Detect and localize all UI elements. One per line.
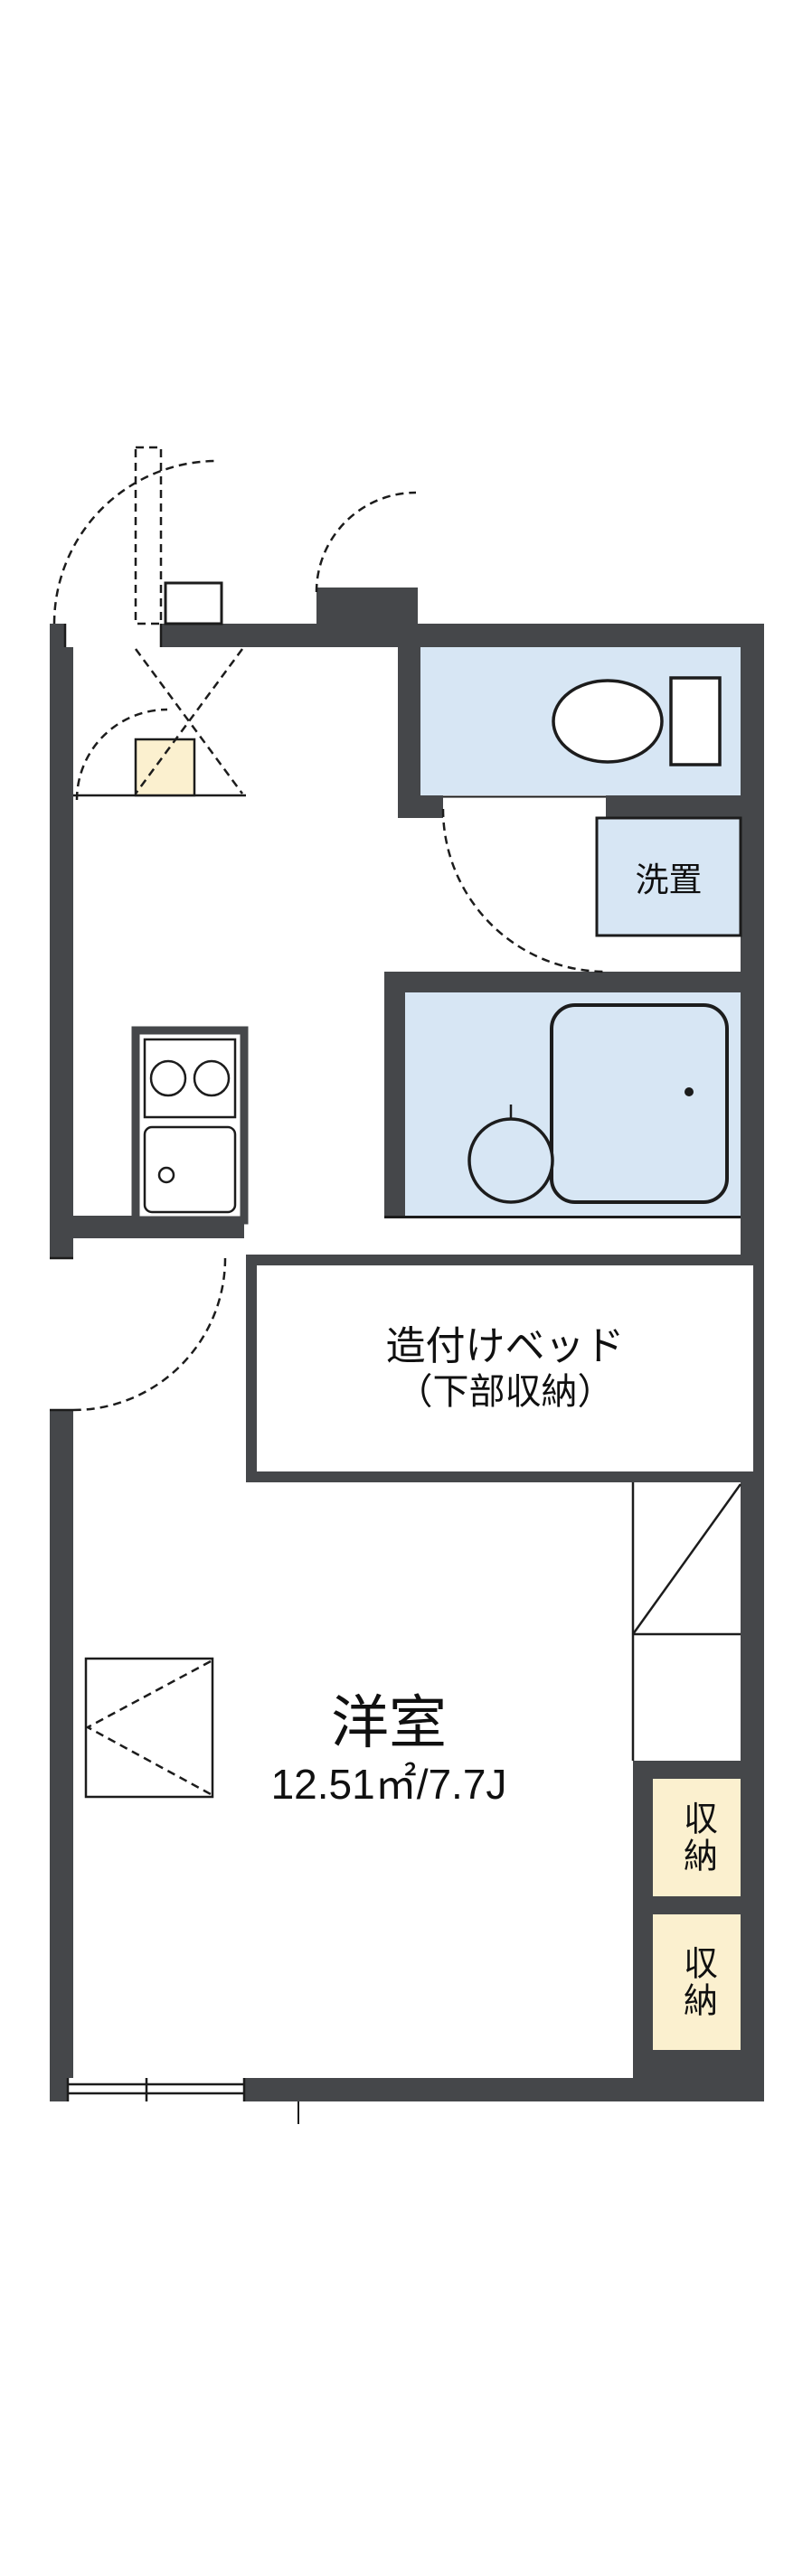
room-door-swing-arc <box>72 1257 227 1412</box>
genkan-door-swing-arc <box>75 708 168 801</box>
room-name-label: 洋室 <box>331 1690 447 1755</box>
entrance-door-swing-arc <box>52 459 218 625</box>
window-bottom <box>66 2078 299 2124</box>
entrance-area <box>73 446 246 797</box>
secondary-door-swing-arc <box>315 491 417 593</box>
bathtub-drain-dot <box>685 1087 694 1096</box>
built-in-bed-label: 造付けベッド （下部収納） <box>257 1265 753 1471</box>
inner-walls <box>50 588 741 1238</box>
bed-label-line2: （下部収納） <box>396 1372 614 1413</box>
storage-closets <box>633 1761 741 2078</box>
kitchen-sink-icon <box>143 1125 237 1214</box>
bathtub-icon <box>550 1003 729 1204</box>
bathroom-fixtures <box>384 1003 741 1218</box>
right-column-partition <box>631 1482 742 1761</box>
entrance-door-opening <box>63 624 163 647</box>
washbasin-icon <box>467 1117 554 1204</box>
door-fold-dashes <box>85 1659 212 1796</box>
diagonal-line <box>631 1483 742 1635</box>
storage-lower-label: 収納 <box>677 1945 716 2019</box>
entrance-door-leaf <box>164 581 223 625</box>
stove-burners-icon <box>149 1059 231 1097</box>
room-door-opening <box>50 1256 73 1412</box>
built-in-bed-box <box>246 1255 764 1482</box>
bathroom <box>405 992 741 1216</box>
room-size-label: 12.51㎡/7.7J <box>270 1761 507 1808</box>
bed-label-line1: 造付けベッド <box>385 1323 625 1368</box>
entrance-door-leaf-dashed <box>134 446 163 625</box>
washer-space-box <box>595 816 742 937</box>
toilet-icon <box>552 676 722 766</box>
storage-upper-label: 収納 <box>677 1800 716 1875</box>
door-swing-arcs <box>52 459 607 1412</box>
shoe-cabinet-box <box>134 738 196 797</box>
folding-door-symbol <box>84 1657 214 1799</box>
toilet-door-swing-arc <box>441 808 607 973</box>
washer-space-label: 洗置 <box>635 861 703 898</box>
genkan-step-cross-lines <box>134 648 244 794</box>
kitchen-unit <box>131 1026 249 1225</box>
